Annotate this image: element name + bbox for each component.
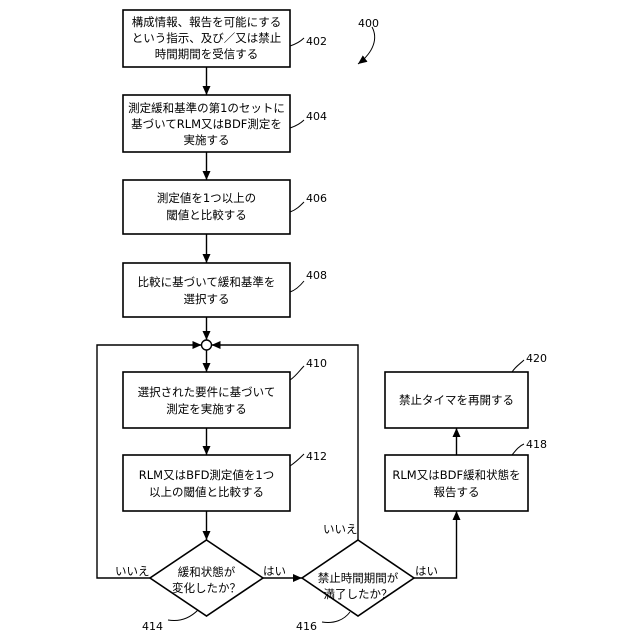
step-408: 比較に基づいて緩和基準を 選択する 408: [123, 263, 327, 317]
step-404-line-3: 実施する: [184, 133, 230, 147]
step-418-leader: [512, 444, 524, 455]
step-410: 選択された要件に基づいて 測定を実施する 410: [123, 357, 327, 428]
step-406-leader: [290, 202, 304, 212]
step-404: 測定緩和基準の第1のセットに 基づいてRLM又はBDF測定を 実施する 404: [123, 95, 327, 152]
step-408-ref: 408: [306, 269, 327, 282]
step-402-line-3: 時間期間を受信する: [155, 47, 259, 61]
step-410-line-1: 選択された要件に基づいて: [138, 385, 276, 399]
step-420-leader: [512, 360, 524, 372]
step-420-line-1: 禁止タイマを再開する: [399, 393, 514, 407]
figure-pointer-arrow: [358, 27, 375, 64]
decision-414-line-1: 緩和状態が: [178, 565, 236, 579]
step-408-line-1: 比較に基づいて緩和基準を: [138, 275, 276, 289]
step-402-ref: 402: [306, 35, 327, 48]
step-404-leader: [290, 120, 304, 128]
decision-414-ref: 414: [142, 620, 163, 633]
step-408-line-2: 選択する: [184, 292, 230, 306]
step-412-line-2: 以上の閾値と比較する: [149, 485, 264, 499]
decision-416-yes-label: はい: [415, 564, 438, 578]
step-412: RLM又はBFD測定値を1つ 以上の閾値と比較する 412: [123, 450, 327, 511]
step-412-leader: [290, 454, 304, 466]
decision-416-line-2: 満了したか？: [324, 587, 393, 601]
decision-414-no-label: いいえ: [115, 564, 150, 578]
step-410-ref: 410: [306, 357, 327, 370]
step-418-ref: 418: [526, 438, 547, 451]
step-418: RLM又はBDF緩和状態を 報告する 418: [385, 438, 547, 511]
step-410-line-2: 測定を実施する: [166, 402, 247, 416]
step-404-line-1: 測定緩和基準の第1のセットに: [128, 101, 285, 115]
step-410-leader: [290, 366, 304, 380]
decision-416-leader: [322, 612, 350, 623]
decision-414-yes-label: はい: [263, 564, 286, 578]
step-406: 測定値を1つ以上の 閾値と比較する 406: [123, 180, 327, 234]
decision-416-line-1: 禁止時間期間が: [318, 571, 399, 585]
step-406-line-1: 測定値を1つ以上の: [157, 191, 256, 205]
step-412-ref: 412: [306, 450, 327, 463]
step-412-line-1: RLM又はBFD測定値を1つ: [139, 468, 275, 482]
step-402-leader: [290, 38, 304, 46]
decision-414-line-2: 変化したか？: [172, 581, 241, 595]
merge-junction: [202, 340, 212, 350]
step-408-leader: [290, 281, 304, 292]
step-406-line-2: 閾値と比較する: [166, 208, 247, 222]
step-420-ref: 420: [526, 352, 547, 365]
figure-number: 400: [358, 17, 379, 30]
step-406-ref: 406: [306, 192, 327, 205]
step-404-ref: 404: [306, 110, 327, 123]
decision-416-no-label: いいえ: [323, 522, 358, 536]
step-420: 禁止タイマを再開する 420: [385, 352, 547, 428]
step-418-line-1: RLM又はBDF緩和状態を: [392, 468, 520, 482]
step-402-line-2: という指示、及び／又は禁止: [132, 31, 282, 45]
step-404-line-2: 基づいてRLM又はBDF測定を: [131, 117, 282, 131]
decision-416-ref: 416: [296, 620, 317, 633]
decision-414-leader: [168, 610, 198, 621]
step-402-line-1: 構成情報、報告を可能にする: [132, 15, 282, 29]
step-402: 構成情報、報告を可能にする という指示、及び／又は禁止 時間期間を受信する 40…: [123, 10, 327, 67]
step-418-line-2: 報告する: [434, 485, 480, 499]
decision-414: 緩和状態が 変化したか？ いいえ はい 414: [115, 540, 286, 633]
